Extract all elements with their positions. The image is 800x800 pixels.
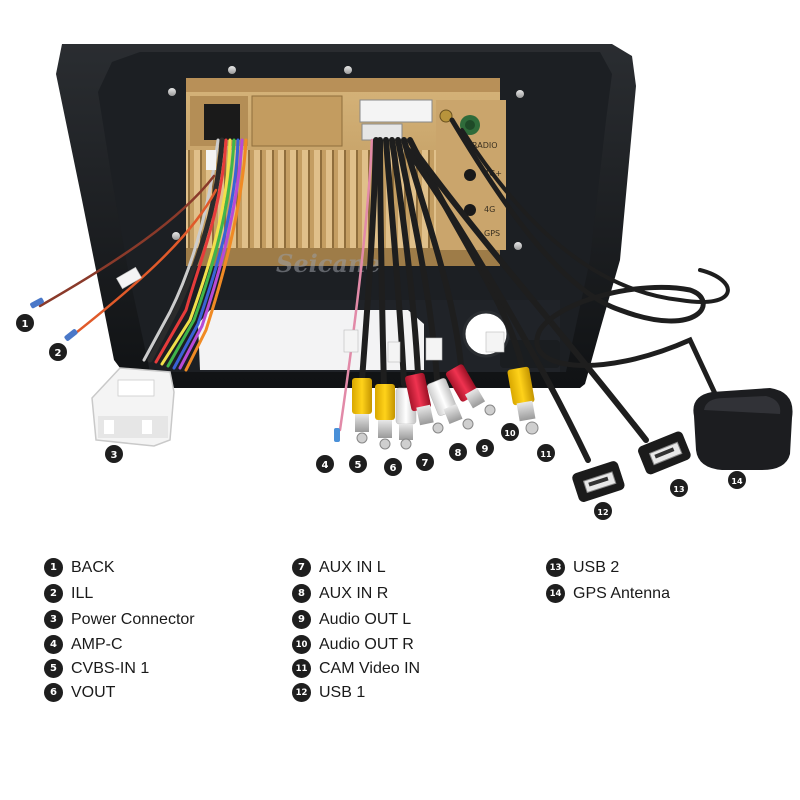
legend-item-usb-2: 13 USB 2 [546,555,619,580]
cable-tags [116,150,505,363]
legend-badge: 5 [44,659,63,678]
connection-legend: 1 BACK 2 ILL 3 Power Connector 4 AMP-C 5 CVBS… [0,548,800,748]
legend-badge: 4 [44,635,63,654]
legend-badge: 13 [546,558,565,577]
callout-3: 3 [105,445,123,463]
product-photo: RADIO 4G+ 4G GPS Seicane [16,44,793,520]
callout-10: 10 [501,423,519,441]
svg-text:5: 5 [355,460,362,471]
callout-2: 2 [49,343,67,361]
legend-badge: 14 [546,584,565,603]
legend-badge: 1 [44,558,63,577]
rca-red-plug-1 [405,372,444,434]
callout-7: 7 [416,453,434,471]
legend-badge: 3 [44,610,63,629]
callout-9: 9 [476,439,494,457]
legend-label: CAM Video IN [319,659,421,677]
legend-label: ILL [71,584,94,602]
svg-text:2: 2 [55,348,62,359]
legend-label: AMP-C [71,635,123,653]
usb-2-connector [638,431,691,475]
callout-11: 11 [537,444,555,462]
legend-label: USB 1 [319,683,366,701]
callout-1: 1 [16,314,34,332]
legend-item-ill: 2 ILL [44,581,93,606]
legend-item-amp-c: 4 AMP-C [44,632,123,657]
legend-item-vout: 6 VOUT [44,680,115,705]
rca-red-plug-2 [445,364,496,416]
callout-8: 8 [449,443,467,461]
rca-yellow-plug-2 [375,384,395,450]
svg-text:4: 4 [322,460,329,471]
4g-port-label: 4G [484,205,495,214]
wire-tips [30,297,340,442]
legend-item-gps-antenna: 14 GPS Antenna [546,581,670,606]
radio-port-label: RADIO [472,141,498,150]
usb-connectors [572,431,691,502]
legend-item-audio-out-r: 10 Audio OUT R [292,632,414,657]
svg-text:12: 12 [597,508,608,517]
callout-5: 5 [349,455,367,473]
svg-text:10: 10 [504,429,516,438]
callout-14: 14 [728,471,746,489]
callout-6: 6 [384,458,402,476]
legend-label: AUX IN R [319,584,389,602]
usb-1-connector [572,461,625,502]
legend-badge: 11 [292,659,311,678]
legend-label: Audio OUT R [319,635,414,653]
svg-text:11: 11 [540,450,552,459]
svg-text:14: 14 [731,477,743,486]
legend-label: CVBS-IN 1 [71,659,150,677]
legend-item-usb-1: 12 USB 1 [292,680,365,705]
legend-label: BACK [71,558,115,576]
callout-12: 12 [594,502,612,520]
legend-label: AUX IN L [319,558,386,576]
brand-watermark: Seicane [276,249,381,278]
legend-badge: 8 [292,584,311,603]
rca-yellow-plug-1 [352,378,372,444]
legend-badge: 7 [292,558,311,577]
legend-item-back: 1 BACK [44,555,115,580]
legend-badge: 6 [44,683,63,702]
callout-badges: 1 2 3 4 5 6 7 8 9 10 11 12 13 14 [16,314,746,520]
legend-item-power-connector: 3 Power Connector [44,607,195,632]
callout-13: 13 [670,479,688,497]
legend-badge: 9 [292,610,311,629]
gps-port-label: GPS [484,229,500,238]
legend-item-cvbs-in-1: 5 CVBS-IN 1 [44,656,149,681]
gps-antenna [693,388,793,470]
legend-label: Power Connector [71,610,195,628]
rca-plugs [352,364,539,450]
power-connector [91,367,175,447]
svg-text:6: 6 [390,463,397,474]
svg-text:9: 9 [482,444,489,455]
legend-badge: 2 [44,584,63,603]
legend-item-audio-out-l: 9 Audio OUT L [292,607,411,632]
rca-white-plug-1 [395,387,417,450]
legend-badge: 10 [292,635,311,654]
legend-item-aux-in-r: 8 AUX IN R [292,581,388,606]
legend-item-aux-in-l: 7 AUX IN L [292,555,386,580]
svg-text:13: 13 [673,485,684,494]
legend-item-cam-video-in: 11 CAM Video IN [292,656,420,681]
svg-text:8: 8 [455,448,462,459]
legend-label: USB 2 [573,558,620,576]
svg-text:1: 1 [22,319,29,330]
legend-label: VOUT [71,683,116,701]
rca-white-plug-2 [427,378,474,430]
callout-4: 4 [316,455,334,473]
rca-yellow-plug-3 [507,366,539,435]
svg-text:3: 3 [111,450,118,461]
legend-badge: 12 [292,683,311,702]
legend-label: Audio OUT L [319,610,412,628]
legend-label: GPS Antenna [573,584,670,602]
svg-text:7: 7 [422,458,429,469]
